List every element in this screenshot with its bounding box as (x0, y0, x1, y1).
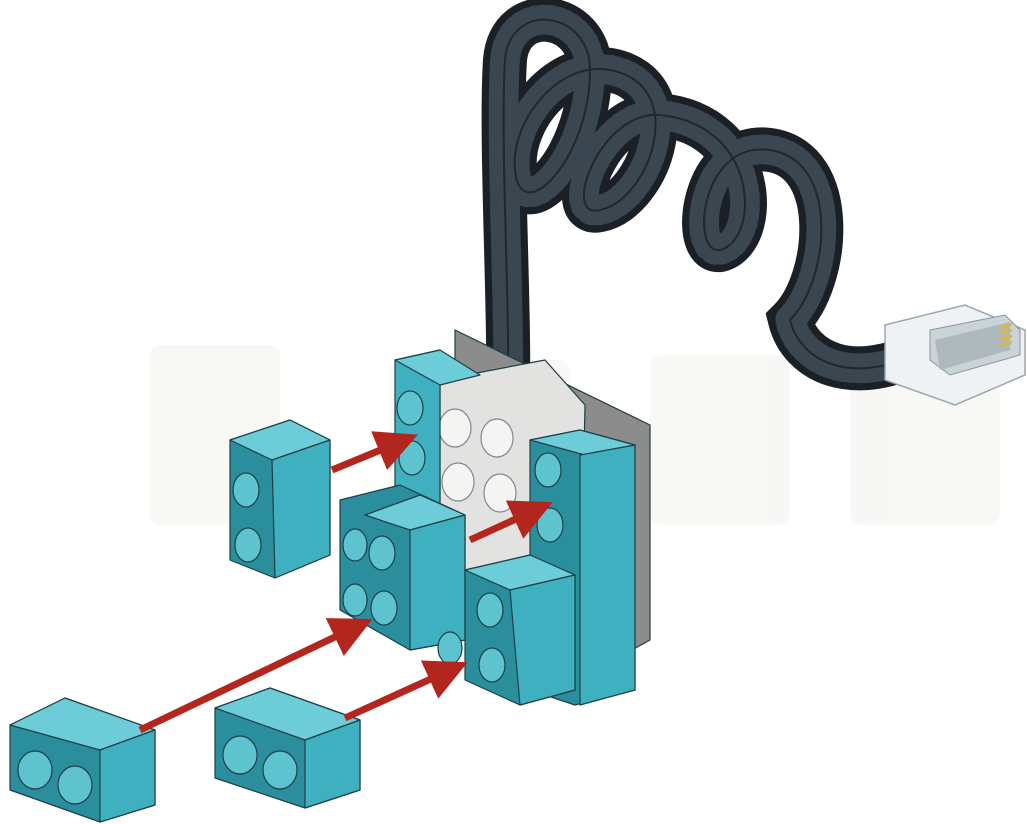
module-brick-center (339, 484, 466, 651)
arrow-center (468, 500, 553, 544)
loose-brick-bottom-left (9, 697, 156, 823)
arrow-upper (330, 431, 418, 474)
sensor-cable (481, 0, 952, 427)
arrow-bottom-left (138, 618, 373, 734)
loose-brick-upper (229, 419, 331, 579)
loose-brick-bottom-middle (214, 687, 361, 809)
module-brick-lower (437, 554, 576, 706)
arrow-bottom-middle (343, 660, 468, 722)
assembly-arrows (138, 431, 553, 734)
rj12-connector (884, 304, 1026, 406)
sensor-module (339, 329, 651, 706)
